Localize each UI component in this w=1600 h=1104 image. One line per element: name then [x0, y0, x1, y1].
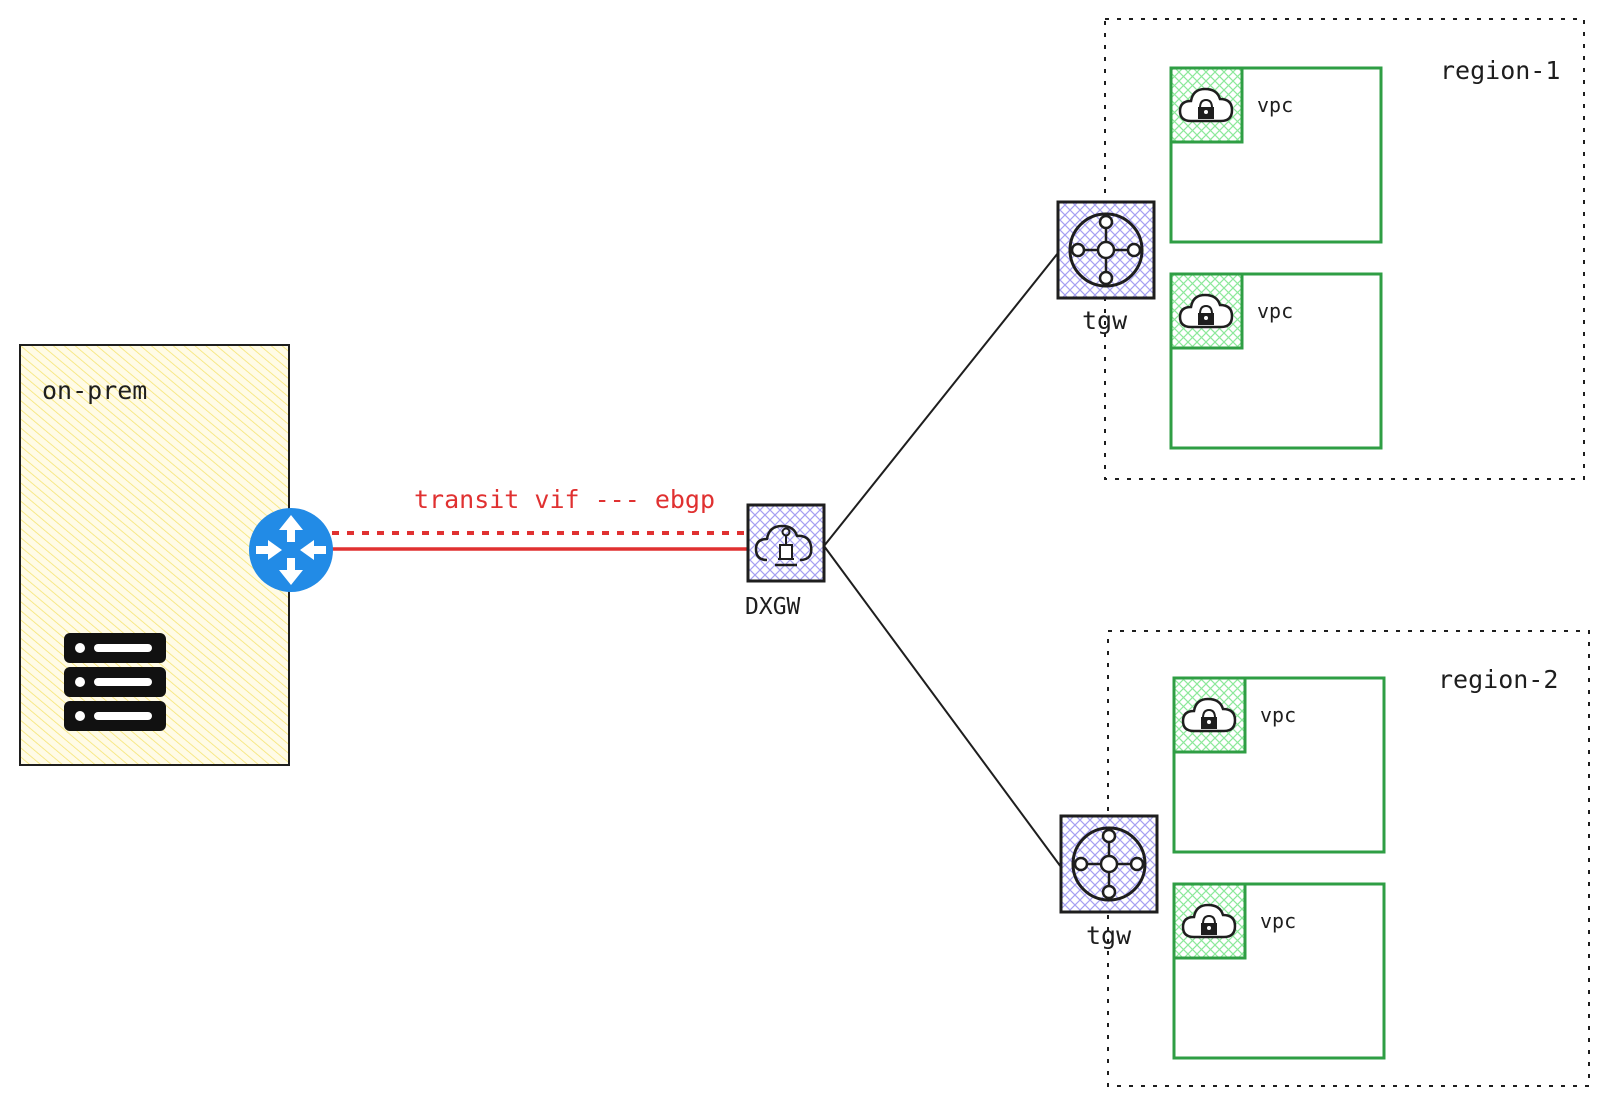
- vpc-lock-cloud-icon: [1181, 903, 1237, 939]
- tgw-1-label: tgw: [1082, 306, 1128, 335]
- vpc-2: vpc: [1169, 272, 1383, 450]
- dxgw-label: DXGW: [745, 594, 801, 620]
- vpc-4-label: vpc: [1260, 909, 1296, 933]
- vpc-3: vpc: [1172, 676, 1386, 854]
- transit-vif-label: transit vif --- ebgp: [414, 485, 715, 514]
- vpc-lock-cloud-icon: [1178, 293, 1234, 329]
- vpc-1: vpc: [1169, 66, 1383, 244]
- region-1-label: region-1: [1440, 56, 1560, 85]
- direct-connect-gateway-icon: [746, 503, 826, 583]
- vpc-4: vpc: [1172, 882, 1386, 1060]
- dxgw-tgw-links: [823, 252, 1062, 868]
- vpc-lock-cloud-icon: [1181, 697, 1237, 733]
- transit-vif-links: [332, 531, 748, 551]
- tgw-2-label: tgw: [1086, 921, 1132, 950]
- vpc-3-label: vpc: [1260, 703, 1296, 727]
- transit-gateway-icon: [1059, 814, 1159, 914]
- vpc-lock-cloud-icon: [1178, 87, 1234, 123]
- onprem-label: on-prem: [42, 376, 147, 405]
- transit-gateway-icon: [1056, 200, 1156, 300]
- router-icon: [249, 508, 333, 592]
- region-2-label: region-2: [1438, 665, 1558, 694]
- vpc-1-label: vpc: [1257, 93, 1293, 117]
- server-rack-icon: [64, 633, 166, 731]
- vpc-2-label: vpc: [1257, 299, 1293, 323]
